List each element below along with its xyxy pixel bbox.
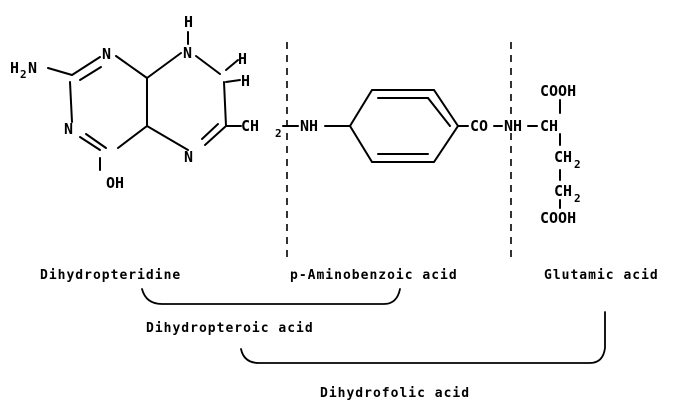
- label-glutamic-acid: Glutamic acid: [544, 268, 659, 283]
- atom-ch2-b: CH: [554, 182, 572, 200]
- label-paba: p-Aminobenzoic acid: [290, 268, 458, 283]
- atom-ch-glu: CH: [540, 117, 558, 135]
- atom-nh-glu: NH: [504, 117, 522, 135]
- label-dihydrofolic-acid: Dihydrofolic acid: [320, 386, 470, 401]
- bracket-dihydrofolic: [240, 311, 606, 364]
- label-dihydropteridine: Dihydropteridine: [40, 268, 181, 283]
- atom-ch2-h1: H: [238, 50, 247, 68]
- pteridine-ring-bonds: [69, 52, 227, 151]
- atom-ring-n-bottom: N: [184, 148, 193, 166]
- atom-cooh-top: COOH: [540, 82, 576, 100]
- atom-h2n-h: H: [10, 59, 19, 77]
- atom-ch2-b-sub: 2: [574, 192, 581, 205]
- atom-ch2-bridge-sub: 2: [275, 127, 282, 140]
- atom-ch2-a-sub: 2: [574, 158, 581, 171]
- atom-h2n-sub: 2: [20, 68, 27, 81]
- atom-ring-n-left: N: [64, 120, 73, 138]
- atom-cooh-bottom: COOH: [540, 209, 576, 227]
- atom-ring-n-top: N: [102, 45, 111, 63]
- benzene-ring: [324, 89, 538, 163]
- atom-ch2-h2: H: [241, 72, 250, 90]
- atom-nh-n: N: [183, 44, 192, 62]
- atom-oh: OH: [106, 174, 124, 192]
- bracket-dihydropteroic: [141, 288, 401, 305]
- atom-co: CO: [470, 117, 488, 135]
- substituent-bonds: [47, 31, 299, 171]
- atom-ch2-a: CH: [554, 148, 572, 166]
- atom-nh-h: H: [184, 13, 193, 31]
- atom-h2n-n: N: [28, 59, 37, 77]
- label-dihydropteroic-acid: Dihydropteroic acid: [146, 321, 314, 336]
- atom-nh-link: NH: [300, 117, 318, 135]
- atom-ch2-bridge: CH: [241, 117, 259, 135]
